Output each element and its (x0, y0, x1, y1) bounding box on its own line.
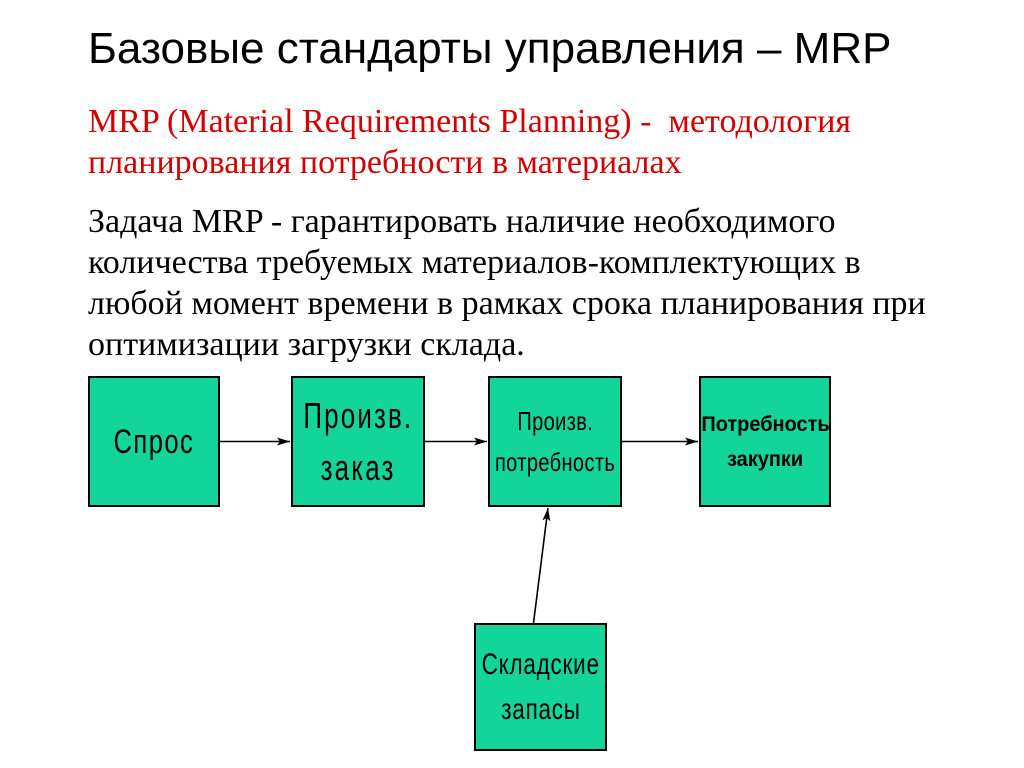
node-label: заказ (320, 446, 396, 488)
node-label: Потребность (700, 412, 830, 436)
mrp-task-text: Задача MRP - гарантировать наличие необх… (88, 201, 926, 365)
node-label: Произв. (517, 405, 593, 436)
node-production-requirement: Произв. потребность (488, 376, 622, 507)
mrp-definition: MRP (Material Requirements Planning) - м… (88, 101, 851, 183)
node-label: закупки (726, 447, 804, 471)
node-label: Произв. (303, 394, 413, 436)
arrow-node-warehouse-stock-to-node-production-requirement (532, 507, 551, 624)
node-label: потребность (494, 446, 616, 477)
definition-line: планирования потребности в материалах (88, 144, 682, 181)
task-line: оптимизации загрузки склада. (88, 326, 525, 363)
node-label: запасы (500, 693, 581, 726)
node-purchase-requirement: Потребность закупки (699, 376, 831, 507)
definition-line: MRP (Material Requirements Planning) - м… (88, 103, 852, 140)
node-label: Складские (481, 648, 600, 681)
node-demand: Спрос (88, 376, 220, 507)
slide-title: Базовые стандарты управления – MRP (88, 24, 892, 73)
task-line: любой момент времени в рамках срока план… (88, 285, 926, 322)
node-label: Спрос (113, 422, 195, 461)
node-production-order: Произв. заказ (291, 376, 425, 507)
node-warehouse-stock: Складские запасы (474, 623, 607, 751)
task-line: Задача MRP - гарантировать наличие необх… (88, 203, 836, 240)
task-line: количества требуемых материалов-комплект… (88, 244, 861, 281)
